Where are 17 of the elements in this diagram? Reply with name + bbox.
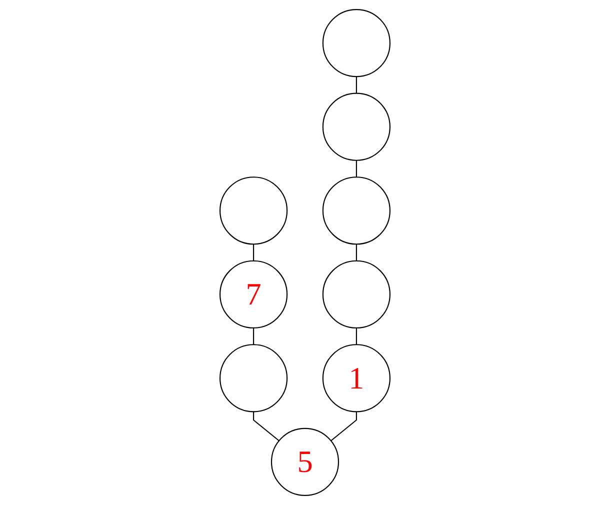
node-circle [220,176,288,245]
connector [330,412,357,442]
node-circle [322,260,390,328]
node-circle [322,9,390,78]
connector [253,412,280,442]
connector [253,244,254,261]
node-circle [322,92,390,161]
node-circle: 1 [322,344,390,412]
node-circle [322,176,390,245]
connector [356,160,357,178]
connector [356,244,357,261]
node-circle: 5 [270,428,340,496]
connector [356,328,357,345]
connector [253,328,254,345]
connector [356,76,357,94]
node-circle [220,344,288,412]
node-circle: 7 [220,260,288,328]
